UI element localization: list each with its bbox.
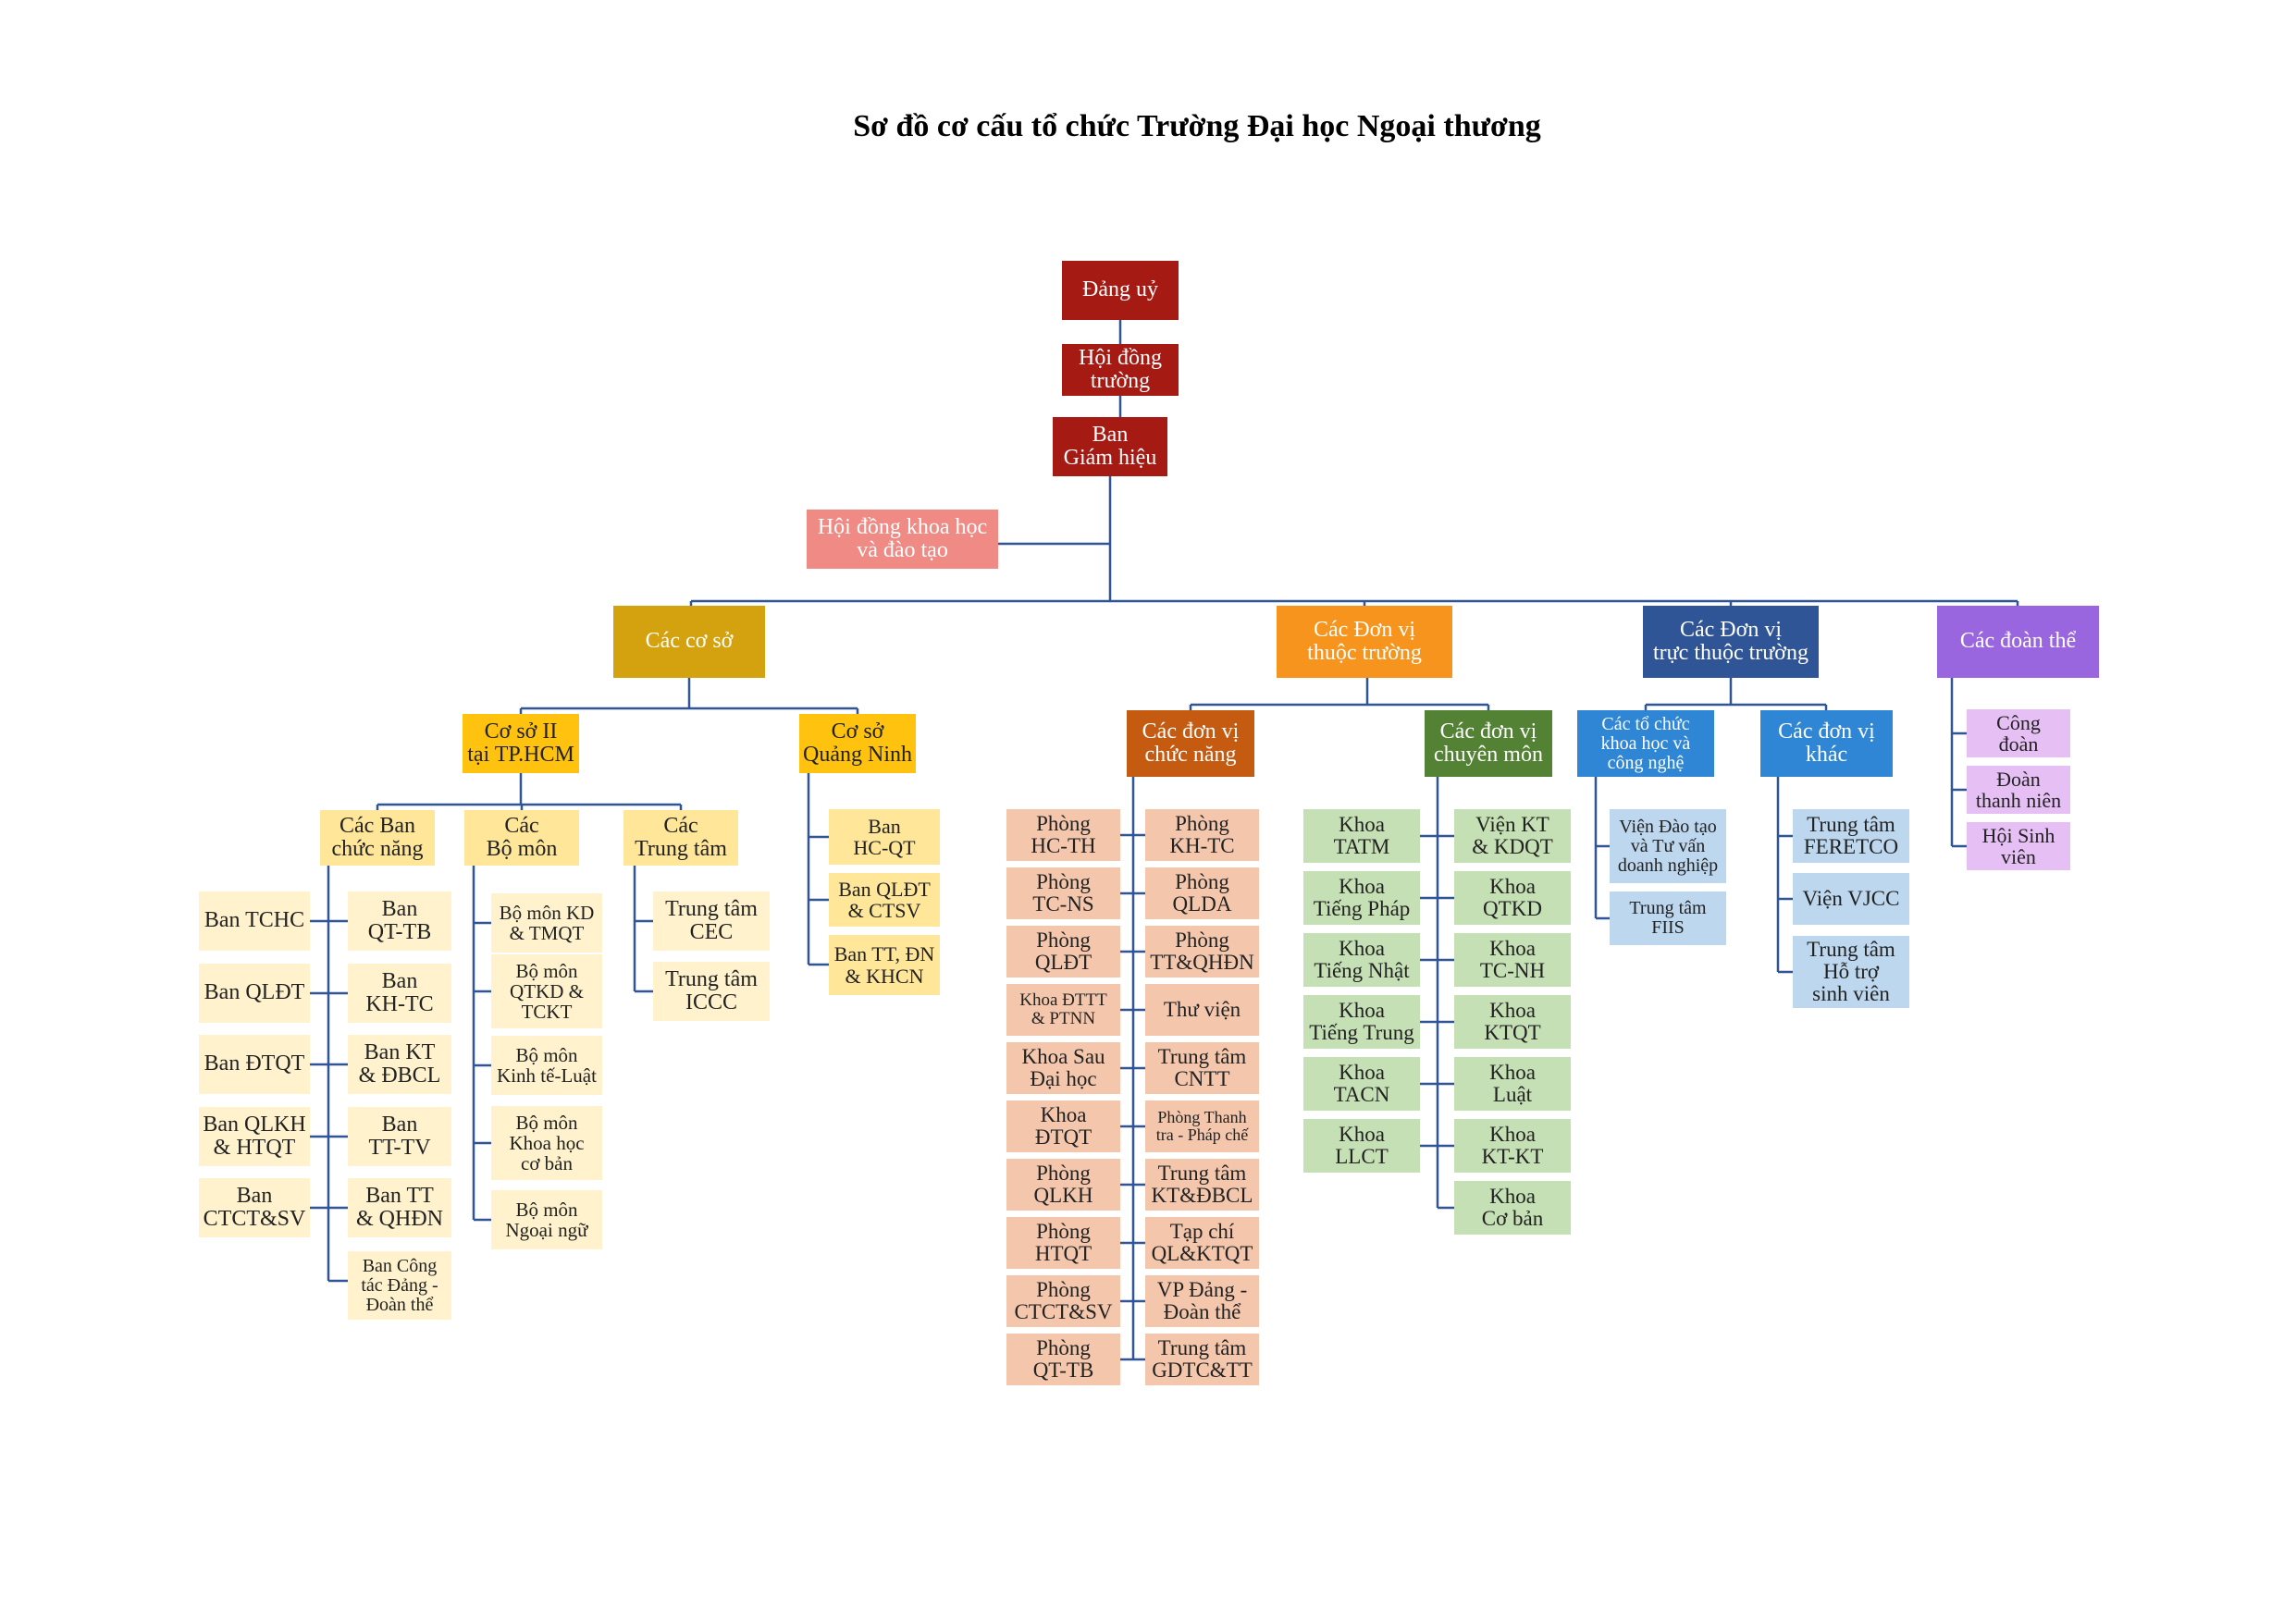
co-so-qn-unit: Ban HC-QT [829, 809, 940, 865]
chuc-nang-left-item: Khoa Sau Đại học [1006, 1042, 1120, 1094]
chuc-nang-left-item: Phòng HTQT [1006, 1217, 1120, 1269]
trung-tam-item: Trung tâm ICCC [653, 962, 770, 1021]
chuc-nang-right-item: Trung tâm CNTT [1145, 1042, 1259, 1094]
chuyen-mon-right-item: Khoa Cơ bản [1454, 1181, 1571, 1235]
chuc-nang-right-item: Trung tâm KT&ĐBCL [1145, 1159, 1259, 1211]
chuyen-mon-left-item: Khoa TACN [1303, 1057, 1420, 1111]
node-hoi-dong-truong: Hội đồng trường [1062, 344, 1179, 396]
chuc-nang-left-item: Phòng QT-TB [1006, 1334, 1120, 1385]
chuyen-mon-right-item: Khoa Luật [1454, 1057, 1571, 1111]
ban-right-item: Ban TT & QHĐN [348, 1178, 451, 1237]
ban-left-item: Ban ĐTQT [199, 1035, 310, 1094]
page-title: Sơ đồ cơ cấu tổ chức Trường Đại học Ngoạ… [853, 109, 1541, 143]
node-cac-trung-tam: Các Trung tâm [623, 810, 738, 866]
bo-mon-item: Bộ môn KD & TMQT [491, 893, 602, 953]
node-cac-bo-mon: Các Bộ môn [464, 810, 579, 866]
node-cac-don-vi-thuoc-truong: Các Đơn vị thuộc trường [1277, 606, 1452, 678]
chuc-nang-left-item: Phòng QLKH [1006, 1159, 1120, 1211]
chuyen-mon-left-item: Khoa Tiếng Trung [1303, 995, 1420, 1049]
khac-unit: Trung tâm Hỗ trợ sinh viên [1793, 936, 1909, 1008]
chuc-nang-right-item: VP Đảng - Đoàn thể [1145, 1275, 1259, 1327]
chuc-nang-right-item: Trung tâm GDTC&TT [1145, 1334, 1259, 1385]
co-so-qn-unit: Ban TT, ĐN & KHCN [829, 935, 940, 995]
chuc-nang-right-item: Phòng QLDA [1145, 867, 1259, 919]
bo-mon-item: Bộ môn Khoa học cơ bản [491, 1106, 602, 1180]
doan-the-unit: Công đoàn [1967, 709, 2070, 757]
node-dang-uy: Đảng uỷ [1062, 261, 1179, 320]
chuc-nang-left-item: Phòng HC-TH [1006, 809, 1120, 861]
chuyen-mon-right-item: Viện KT & KDQT [1454, 809, 1571, 863]
node-to-chuc-khcn: Các tổ chức khoa học và công nghệ [1577, 710, 1714, 777]
ban-right-item: Ban KH-TC [348, 964, 451, 1023]
node-dv-chuyen-mon: Các đơn vị chuyên môn [1425, 710, 1552, 777]
chuyen-mon-left-item: Khoa LLCT [1303, 1119, 1420, 1173]
ban-left-item: Ban CTCT&SV [199, 1178, 310, 1237]
chuc-nang-left-item: Khoa ĐTQT [1006, 1100, 1120, 1152]
node-dv-khac: Các đơn vị khác [1760, 710, 1893, 777]
khcn-unit: Viện Đào tạo và Tư vấn doanh nghiệp [1610, 809, 1726, 883]
chuyen-mon-left-item: Khoa Tiếng Nhật [1303, 933, 1420, 987]
ban-left-item: Ban QLKH & HTQT [199, 1107, 310, 1166]
bo-mon-item: Bộ môn QTKD & TCKT [491, 954, 602, 1028]
chuyen-mon-left-item: Khoa TATM [1303, 809, 1420, 863]
ban-left-item: Ban TCHC [199, 891, 310, 951]
bo-mon-item: Bộ môn Ngoại ngữ [491, 1190, 602, 1249]
node-co-so-2: Cơ sở II tại TP.HCM [463, 714, 579, 773]
doan-the-unit: Hội Sinh viên [1967, 822, 2070, 870]
node-ban-giam-hieu: Ban Giám hiệu [1053, 417, 1167, 476]
khac-unit: Trung tâm FERETCO [1793, 809, 1909, 863]
khac-unit: Viện VJCC [1793, 873, 1909, 925]
node-cac-ban-chuc-nang: Các Ban chức năng [320, 810, 435, 866]
chuc-nang-right-item: Tạp chí QL&KTQT [1145, 1217, 1259, 1269]
node-cac-co-so: Các cơ sở [613, 606, 765, 678]
chuc-nang-right-item: Phòng KH-TC [1145, 809, 1259, 861]
bo-mon-item: Bộ môn Kinh tế-Luật [491, 1036, 602, 1095]
trung-tam-item: Trung tâm CEC [653, 891, 770, 951]
node-dv-chuc-nang: Các đơn vị chức năng [1127, 710, 1254, 777]
chuc-nang-left-item: Khoa ĐTTT & PTNN [1006, 984, 1120, 1036]
node-cac-doan-the: Các đoàn thể [1937, 606, 2099, 678]
chuc-nang-left-item: Phòng TC-NS [1006, 867, 1120, 919]
node-co-so-quang-ninh: Cơ sở Quảng Ninh [799, 714, 916, 773]
chuyen-mon-right-item: Khoa KT-KT [1454, 1119, 1571, 1173]
node-hoi-dong-khoa-hoc: Hội đồng khoa học và đào tạo [807, 510, 998, 569]
ban-right-item: Ban Công tác Đảng - Đoàn thể [348, 1251, 451, 1320]
chuc-nang-right-item: Thư viện [1145, 984, 1259, 1036]
ban-left-item: Ban QLĐT [199, 964, 310, 1023]
chuc-nang-right-item: Phòng TT&QHĐN [1145, 926, 1259, 977]
chuc-nang-right-item: Phòng Thanh tra - Pháp chế [1145, 1100, 1259, 1152]
doan-the-unit: Đoàn thanh niên [1967, 766, 2070, 814]
chuc-nang-left-item: Phòng CTCT&SV [1006, 1275, 1120, 1327]
ban-right-item: Ban KT & ĐBCL [348, 1035, 451, 1094]
node-cac-don-vi-truc-thuoc: Các Đơn vị trực thuộc trường [1643, 606, 1819, 678]
chuyen-mon-right-item: Khoa QTKD [1454, 871, 1571, 925]
co-so-qn-unit: Ban QLĐT & CTSV [829, 873, 940, 927]
khcn-unit: Trung tâm FIIS [1610, 891, 1726, 945]
chuc-nang-left-item: Phòng QLĐT [1006, 926, 1120, 977]
chuyen-mon-right-item: Khoa TC-NH [1454, 933, 1571, 987]
chuyen-mon-right-item: Khoa KTQT [1454, 995, 1571, 1049]
ban-right-item: Ban TT-TV [348, 1107, 451, 1166]
ban-right-item: Ban QT-TB [348, 891, 451, 951]
chuyen-mon-left-item: Khoa Tiếng Pháp [1303, 871, 1420, 925]
